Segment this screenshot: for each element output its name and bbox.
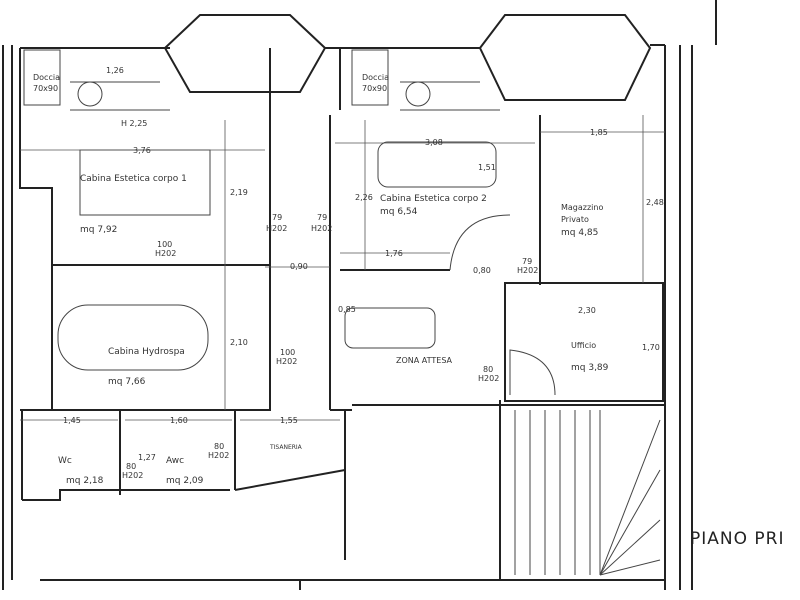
door-width: 79: [522, 257, 532, 266]
dim-label: 1,70: [642, 343, 660, 352]
door-height: H202: [122, 471, 143, 480]
door-height: H202: [266, 224, 287, 233]
cabina-2-area: mq 6,54: [380, 207, 418, 217]
dim-label: 1,76: [385, 249, 403, 258]
dim-label: 1,27: [138, 453, 156, 462]
magazzino-label-2: Privato: [561, 215, 589, 224]
dim-label: 1,85: [590, 128, 608, 137]
cabina-1-label: Cabina Estetica corpo 1: [80, 174, 187, 184]
door-height: H202: [155, 249, 176, 258]
dim-label: 2,48: [646, 198, 664, 207]
dim-label: 3,08: [425, 138, 443, 147]
door-height: H202: [517, 266, 538, 275]
dim-label: 1,55: [280, 416, 298, 425]
zona-attesa-label: ZONA ATTESA: [396, 356, 453, 365]
dim-label: 1,60: [170, 416, 188, 425]
tisaneria-label: TISANERIA: [269, 444, 303, 451]
awc-label: Awc: [166, 456, 184, 466]
ufficio-area: mq 3,89: [571, 363, 609, 373]
room-labels: Doccia 70x90 Doccia 70x90 Cabina Estetic…: [33, 73, 609, 486]
magazzino-label-1: Magazzino: [561, 203, 603, 212]
dim-label: 1,51: [478, 163, 496, 172]
dim-label: 1,26: [106, 66, 124, 75]
dim-label: 2,10: [230, 338, 248, 347]
dim-label: 2,19: [230, 188, 248, 197]
dim-label: 0,85: [338, 305, 356, 314]
magazzino-area: mq 4,85: [561, 228, 598, 238]
hydrospa-label: Cabina Hydrospa: [108, 347, 185, 357]
dim-label: 0,90: [290, 262, 308, 271]
door-width: 79: [317, 213, 327, 222]
door-width: 80: [126, 462, 136, 471]
dim-label: H 2,25: [121, 119, 147, 128]
doccia-2-label: Doccia: [362, 73, 389, 82]
wc-area: mq 2,18: [66, 476, 104, 486]
cabina-1-area: mq 7,92: [80, 225, 117, 235]
door-width: 80: [483, 365, 493, 374]
hydrospa-area: mq 7,66: [108, 377, 146, 387]
cabina-2-label: Cabina Estetica corpo 2: [380, 194, 487, 204]
ufficio-label: Ufficio: [571, 341, 596, 350]
doccia-1-size: 70x90: [33, 84, 58, 93]
staircase: [514, 410, 661, 576]
dim-label: 3,76: [133, 146, 151, 155]
doccia-2-size: 70x90: [362, 84, 387, 93]
floor-title: PIANO PRI: [690, 529, 784, 549]
dimension-lines: [20, 115, 665, 421]
door-height: H202: [276, 357, 297, 366]
door-height: H202: [311, 224, 332, 233]
door-labels: 79 H202 79 H202 100 H202 79 H202 100 H20…: [122, 213, 538, 480]
wc-label: Wc: [58, 456, 72, 466]
dim-label: 0,80: [473, 266, 491, 275]
door-height: H202: [208, 451, 229, 460]
dimension-labels: 1,26 H 2,25 3,76 2,19 0,90 3,08 1,51 2,2…: [63, 66, 664, 462]
dim-label: 2,30: [578, 306, 596, 315]
dim-label: 1,45: [63, 416, 81, 425]
awc-area: mq 2,09: [166, 476, 204, 486]
doccia-1-label: Doccia: [33, 73, 60, 82]
door-width: 100: [280, 348, 295, 357]
dim-label: 2,26: [355, 193, 373, 202]
door-width: 100: [157, 240, 172, 249]
door-width: 79: [272, 213, 282, 222]
door-height: H202: [478, 374, 499, 383]
door-width: 80: [214, 442, 224, 451]
